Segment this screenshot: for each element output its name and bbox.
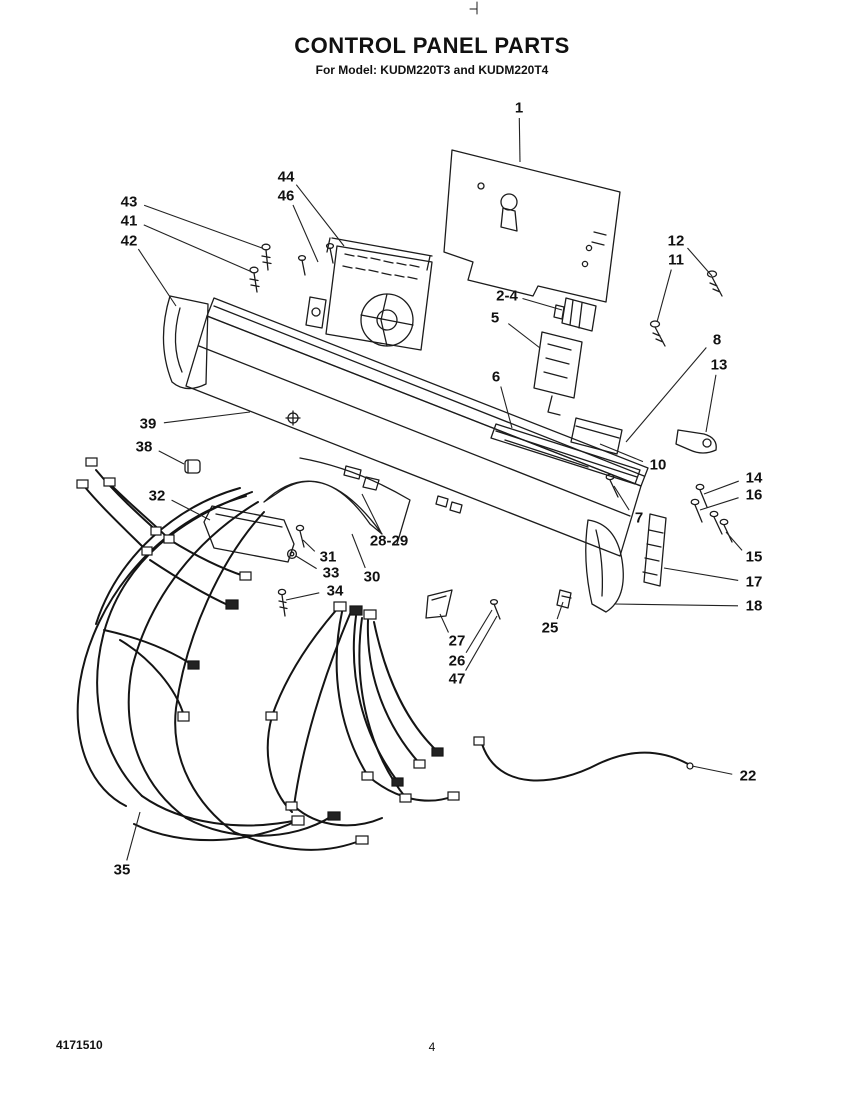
part-callout-14: 14 — [745, 469, 763, 487]
part-callout-26: 26 — [448, 652, 466, 670]
part-callout-6: 6 — [491, 368, 501, 386]
part-callout-11: 11 — [668, 251, 684, 269]
model-subtitle: For Model: KUDM220T3 and KUDM220T4 — [315, 63, 549, 77]
part-callout-12: 12 — [667, 232, 685, 250]
part-callout-47: 47 — [448, 670, 466, 688]
part-callout-17: 17 — [745, 573, 763, 591]
part-callout-27: 27 — [448, 632, 466, 650]
part-callout-31: 31 — [319, 548, 337, 566]
part-callout-33: 33 — [322, 564, 340, 582]
part-callout-7: 7 — [634, 509, 644, 527]
part-callout-41: 41 — [120, 212, 138, 230]
part-callout-30: 30 — [363, 568, 381, 586]
part-callout-38: 38 — [135, 438, 153, 456]
part-callout-28-29: 28-29 — [369, 532, 409, 550]
wire-harness — [76, 469, 689, 851]
wire-connectors — [76, 457, 694, 845]
part-callout-25: 25 — [541, 619, 559, 637]
part-callout-32: 32 — [148, 487, 166, 505]
part-callout-35: 35 — [113, 861, 131, 879]
part-callout-44: 44 — [277, 168, 295, 186]
part-callout-42: 42 — [120, 232, 138, 250]
part-callout-8: 8 — [712, 331, 722, 349]
part-callout-2-4: 2-4 — [496, 287, 518, 305]
part-callout-34: 34 — [326, 582, 344, 600]
document-number: 4171510 — [56, 1038, 103, 1052]
part-callout-43: 43 — [120, 193, 138, 211]
page-title: CONTROL PANEL PARTS — [294, 33, 570, 58]
part-callout-1: 1 — [514, 99, 524, 117]
page-number: 4 — [428, 1040, 436, 1054]
crop-mark — [469, 1, 478, 15]
part-callout-18: 18 — [745, 597, 763, 615]
part-callout-10: 10 — [649, 456, 667, 474]
part-callout-15: 15 — [745, 548, 763, 566]
part-callout-5: 5 — [490, 309, 500, 327]
part-callout-13: 13 — [710, 356, 728, 374]
part-callout-16: 16 — [745, 486, 763, 504]
part-callout-39: 39 — [139, 415, 157, 433]
wire-item-22 — [481, 743, 689, 782]
part-callout-22: 22 — [739, 767, 757, 785]
part-callout-46: 46 — [277, 187, 295, 205]
